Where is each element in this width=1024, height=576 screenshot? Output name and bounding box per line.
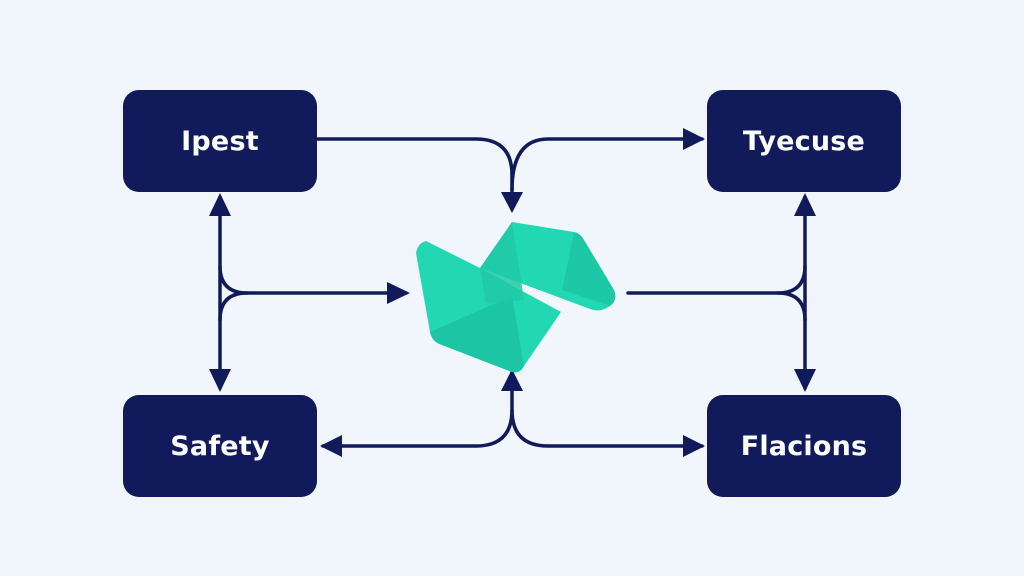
node-bottom-right[interactable]: Flacions — [707, 395, 901, 497]
connector-center-to-bottom-left — [321, 370, 514, 448]
node-bottom-left[interactable]: Safety — [123, 395, 317, 497]
connector-center-to-top-right — [510, 137, 704, 192]
logo-right-shade — [562, 232, 616, 306]
node-top-left[interactable]: Ipest — [123, 90, 317, 192]
node-top-right[interactable]: Tyecuse — [707, 90, 901, 192]
arrowhead-into-bottom-right — [683, 435, 705, 457]
arrowhead-into-bottom-left-side — [320, 435, 342, 457]
arrowhead-into-top-left — [209, 193, 231, 216]
arrowhead-into-center-top — [501, 192, 523, 213]
connector-center-to-bottom-right — [510, 408, 704, 448]
node-top-right-label: Tyecuse — [742, 125, 866, 157]
node-bottom-left-label: Safety — [170, 430, 270, 462]
arrowhead-into-bottom-right-top — [794, 369, 816, 392]
connector-left-branch-lower — [218, 291, 249, 322]
arrowhead-into-center-left — [387, 282, 410, 304]
teal-folded-logo-icon — [416, 222, 616, 373]
arrowhead-into-bottom-left — [209, 369, 231, 392]
node-bottom-right-label: Flacions — [740, 430, 868, 462]
arrowheads — [209, 128, 816, 457]
arrowhead-into-top-right-bottom — [794, 193, 816, 216]
connector-top-left-to-center — [316, 137, 514, 211]
arrowhead-into-center-bottom — [501, 369, 523, 391]
node-top-left-label: Ipest — [181, 125, 259, 157]
connector-center-to-right — [626, 264, 807, 295]
logo-lower-shade — [430, 296, 524, 373]
logo-fold-shade — [480, 222, 524, 303]
connector-left-to-center — [218, 264, 408, 295]
arrowhead-into-top-right — [683, 128, 705, 150]
connector-right-branch-lower — [776, 291, 807, 322]
